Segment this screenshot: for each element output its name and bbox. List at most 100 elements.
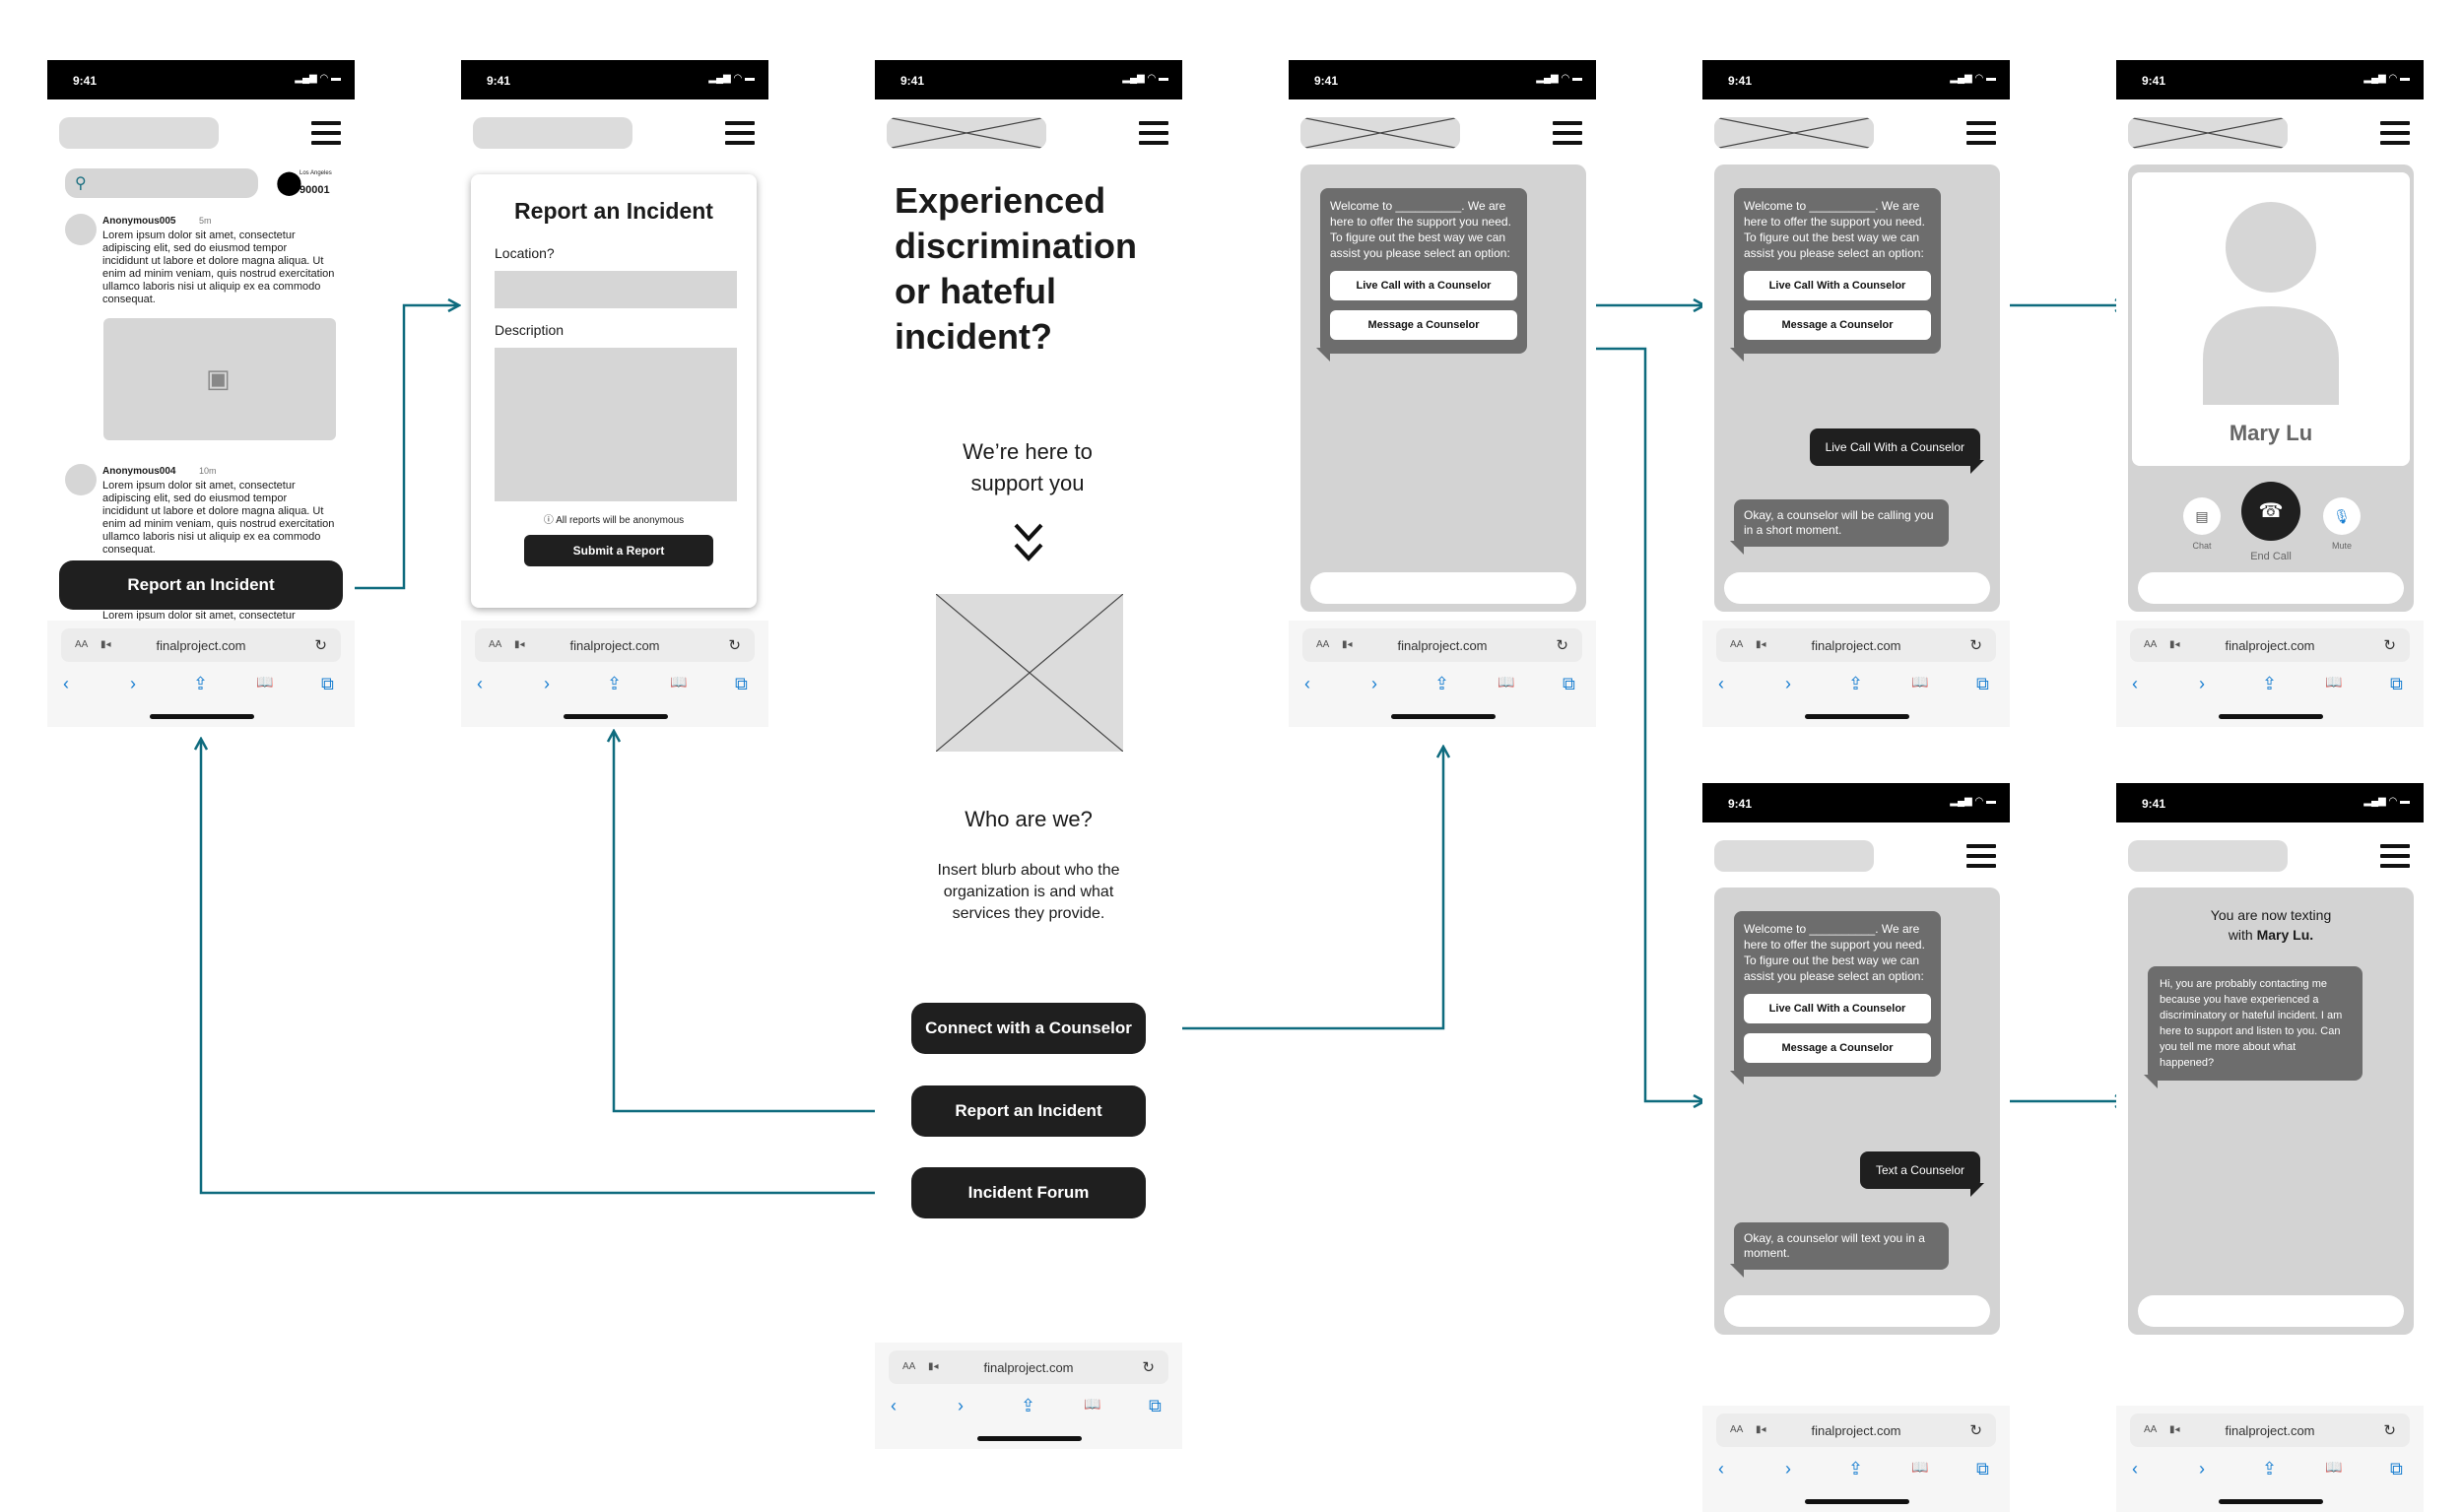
reload-icon[interactable]: ↻ <box>1969 1422 1982 1439</box>
post-image: ▣ <box>103 318 336 440</box>
share-icon[interactable]: ⇪ <box>1848 674 1864 693</box>
image-icon: ▣ <box>206 363 231 393</box>
bookmarks-icon[interactable]: 📖 <box>1911 1459 1929 1475</box>
message-counselor-option-button[interactable]: Message a Counselor <box>1744 1033 1931 1063</box>
url-bar[interactable]: AA▮◂finalproject.com↻ <box>2130 628 2410 662</box>
chat-input[interactable] <box>1310 572 1576 604</box>
tabs-icon[interactable]: ⧉ <box>2390 674 2403 693</box>
tabs-icon[interactable]: ⧉ <box>1563 674 1575 693</box>
share-icon[interactable]: ⇪ <box>1848 1459 1864 1479</box>
reload-icon[interactable]: ↻ <box>2383 637 2396 654</box>
live-call-option-button[interactable]: Live Call With a Counselor <box>1744 994 1931 1023</box>
bookmarks-icon[interactable]: 📖 <box>2325 674 2343 690</box>
share-icon[interactable]: ⇪ <box>1434 674 1450 693</box>
submit-report-button[interactable]: Submit a Report <box>524 535 713 566</box>
message-counselor-option-button[interactable]: Message a Counselor <box>1744 310 1931 340</box>
forward-icon[interactable]: › <box>958 1396 964 1415</box>
forward-icon[interactable]: › <box>1785 674 1791 693</box>
bookmarks-icon[interactable]: 📖 <box>256 674 274 690</box>
tabs-icon[interactable]: ⧉ <box>735 674 748 693</box>
hamburger-menu-icon[interactable] <box>1966 121 1996 147</box>
reload-icon[interactable]: ↻ <box>1556 637 1568 654</box>
share-icon[interactable]: ⇪ <box>2262 674 2278 693</box>
tabs-icon[interactable]: ⧉ <box>1976 674 1989 693</box>
status-bar: 9:41▂▄▆ ◠ ▬ <box>1289 60 1596 99</box>
live-call-option-button[interactable]: Live Call with a Counselor <box>1330 271 1517 300</box>
back-icon[interactable]: ‹ <box>2132 1459 2138 1479</box>
share-icon[interactable]: ⇪ <box>607 674 623 693</box>
back-icon[interactable]: ‹ <box>2132 674 2138 693</box>
forward-icon[interactable]: › <box>2199 674 2205 693</box>
share-icon[interactable]: ⇪ <box>1021 1396 1036 1415</box>
reload-icon[interactable]: ↻ <box>314 637 327 654</box>
tabs-icon[interactable]: ⧉ <box>1149 1396 1162 1415</box>
bookmarks-icon[interactable]: 📖 <box>670 674 688 690</box>
post-avatar <box>65 214 97 245</box>
share-icon[interactable]: ⇪ <box>193 674 209 693</box>
chat-input[interactable] <box>1724 1295 1990 1327</box>
back-icon[interactable]: ‹ <box>63 674 69 693</box>
reload-icon[interactable]: ↻ <box>2383 1422 2396 1439</box>
chat-input[interactable] <box>2138 572 2404 604</box>
url-bar[interactable]: AA▮◂finalproject.com↻ <box>61 628 341 662</box>
connect-counselor-button[interactable]: Connect with a Counselor <box>911 1003 1146 1054</box>
url-bar[interactable]: AA▮◂finalproject.com↻ <box>2130 1413 2410 1447</box>
report-incident-button[interactable]: Report an Incident <box>911 1085 1146 1137</box>
message-counselor-option-button[interactable]: Message a Counselor <box>1330 310 1517 340</box>
support-text: We’re here to support you <box>963 439 1093 495</box>
forward-icon[interactable]: › <box>1785 1459 1791 1479</box>
hamburger-menu-icon[interactable] <box>311 121 341 147</box>
forward-icon[interactable]: › <box>544 674 550 693</box>
bookmarks-icon[interactable]: 📖 <box>1498 674 1515 690</box>
tabs-icon[interactable]: ⧉ <box>321 674 334 693</box>
forward-icon[interactable]: › <box>130 674 136 693</box>
hamburger-menu-icon[interactable] <box>2380 844 2410 870</box>
back-icon[interactable]: ‹ <box>1304 674 1310 693</box>
welcome-bubble: Welcome to __________. We are here to of… <box>1730 188 1941 362</box>
logo-placeholder <box>473 117 632 149</box>
share-icon[interactable]: ⇪ <box>2262 1459 2278 1479</box>
url-bar[interactable]: AA▮◂finalproject.com↻ <box>889 1350 1168 1384</box>
tabs-icon[interactable]: ⧉ <box>1976 1459 1989 1479</box>
bookmarks-icon[interactable]: 📖 <box>1084 1396 1101 1412</box>
hamburger-menu-icon[interactable] <box>1553 121 1582 147</box>
live-call-option-button[interactable]: Live Call With a Counselor <box>1744 271 1931 300</box>
back-icon[interactable]: ‹ <box>1718 674 1724 693</box>
back-icon[interactable]: ‹ <box>477 674 483 693</box>
url-bar[interactable]: AA▮◂finalproject.com↻ <box>1716 628 1996 662</box>
reload-icon[interactable]: ↻ <box>1142 1359 1155 1376</box>
status-bar: 9:41▂▄▆ ◠ ▬ <box>47 60 355 99</box>
url-bar[interactable]: AA▮◂finalproject.com↻ <box>475 628 755 662</box>
bookmarks-icon[interactable]: 📖 <box>1911 674 1929 690</box>
hamburger-menu-icon[interactable] <box>1966 844 1996 870</box>
forward-icon[interactable]: › <box>2199 1459 2205 1479</box>
logo-placeholder <box>2128 840 2288 872</box>
hamburger-menu-icon[interactable] <box>1139 121 1168 147</box>
url-bar[interactable]: AA▮◂finalproject.com↻ <box>1302 628 1582 662</box>
report-incident-button[interactable]: Report an Incident <box>59 560 343 610</box>
report-title: Report an Incident <box>514 198 713 224</box>
bookmarks-icon[interactable]: 📖 <box>2325 1459 2343 1475</box>
search-input[interactable]: ⚲ <box>65 168 258 198</box>
reload-icon[interactable]: ↻ <box>1969 637 1982 654</box>
location-pin-icon[interactable]: ⬤ <box>276 169 302 196</box>
incident-forum-button[interactable]: Incident Forum <box>911 1167 1146 1218</box>
chat-call-button[interactable]: ▤ <box>2183 497 2221 535</box>
chat-input[interactable] <box>1724 572 1990 604</box>
end-call-button[interactable]: ☎ <box>2241 482 2300 541</box>
mute-button[interactable]: 🎙 <box>2323 497 2361 535</box>
tabs-icon[interactable]: ⧉ <box>2390 1459 2403 1479</box>
hamburger-menu-icon[interactable] <box>2380 121 2410 147</box>
forward-icon[interactable]: › <box>1371 674 1377 693</box>
chat-input[interactable] <box>2138 1295 2404 1327</box>
url-bar[interactable]: AA▮◂finalproject.com↻ <box>1716 1413 1996 1447</box>
zip-code: 90001 <box>300 184 330 196</box>
location-input[interactable] <box>495 271 737 308</box>
post-avatar <box>65 464 97 495</box>
back-icon[interactable]: ‹ <box>1718 1459 1724 1479</box>
hamburger-menu-icon[interactable] <box>725 121 755 147</box>
home-indicator <box>2219 1499 2323 1504</box>
description-input[interactable] <box>495 348 737 501</box>
back-icon[interactable]: ‹ <box>891 1396 897 1415</box>
reload-icon[interactable]: ↻ <box>728 637 741 654</box>
